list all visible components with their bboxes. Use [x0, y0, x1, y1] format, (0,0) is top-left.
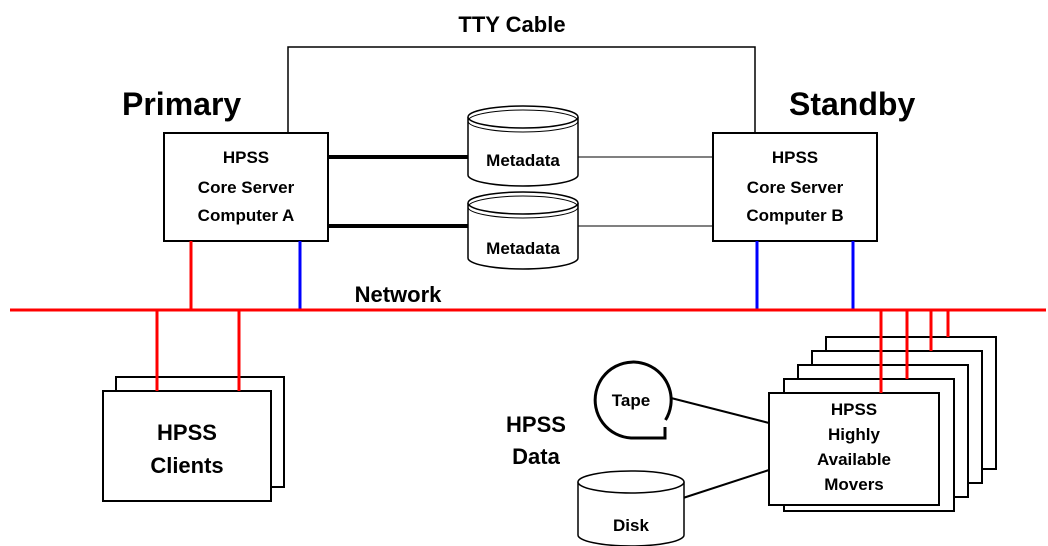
tty-cable	[287, 46, 756, 132]
computer-a-line-2: Core Server	[198, 178, 295, 197]
computer-a-line-3: Computer A	[198, 206, 295, 225]
movers-stack: HPSS Highly Available Movers	[768, 336, 997, 512]
tape-label: Tape	[612, 391, 650, 410]
movers-line-3: Available	[817, 450, 891, 469]
disk-cylinder: Disk	[577, 470, 685, 546]
clients-line-2: Clients	[150, 453, 223, 478]
computer-b-line-2: Core Server	[747, 178, 844, 197]
link-disk-movers	[682, 469, 770, 499]
computer-b-box: HPSS Core Server Computer B	[712, 132, 878, 242]
metadata-2-label: Metadata	[486, 239, 560, 258]
primary-label: Primary	[122, 86, 241, 122]
disk-label: Disk	[613, 516, 649, 535]
metadata-1-label: Metadata	[486, 151, 560, 170]
computer-a-line-1: HPSS	[223, 148, 269, 167]
clients-stack: HPSS Clients	[102, 376, 285, 502]
movers-line-1: HPSS	[831, 400, 877, 419]
tape-icon: Tape	[593, 360, 673, 440]
metadata-cylinder-2: Metadata	[467, 191, 579, 270]
data-label-line-2: Data	[512, 444, 560, 469]
movers-line-2: Highly	[828, 425, 880, 444]
network-label: Network	[355, 282, 443, 307]
tty-cable-label: TTY Cable	[458, 12, 565, 37]
clients-line-1: HPSS	[157, 420, 217, 445]
data-label-line-1: HPSS	[506, 412, 566, 437]
metadata-cylinder-1: Metadata	[467, 105, 579, 187]
standby-label: Standby	[789, 86, 915, 122]
link-tape-movers	[670, 397, 770, 424]
movers-line-4: Movers	[824, 475, 884, 494]
computer-a-box: HPSS Core Server Computer A	[163, 132, 329, 242]
computer-b-line-1: HPSS	[772, 148, 818, 167]
computer-b-line-3: Computer B	[746, 206, 843, 225]
